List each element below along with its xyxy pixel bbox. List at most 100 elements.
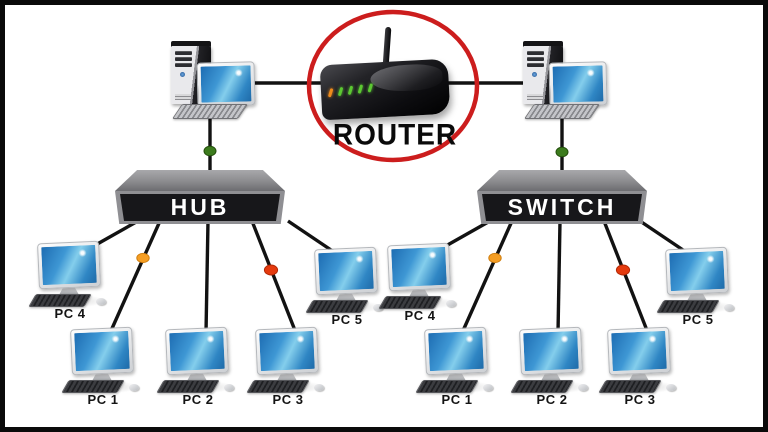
power-button-icon [180, 72, 185, 77]
monitor-icon [255, 326, 319, 376]
status-dot-green-switch [555, 146, 569, 158]
hub-front-face: HUB [115, 191, 285, 224]
pc-node-switch-pc1: PC 1 [415, 326, 499, 410]
hub-device: HUB [115, 170, 285, 224]
cable-switch-pc4 [443, 219, 491, 249]
mouse-icon [129, 384, 139, 391]
cable-hub-pc4 [91, 219, 139, 249]
mouse-icon [314, 384, 324, 391]
status-dot-red-hub [263, 264, 279, 276]
monitor-stand [446, 373, 466, 381]
keyboard-icon [510, 380, 574, 393]
monitor-icon [424, 326, 488, 376]
led-green-icon [337, 86, 344, 97]
screen [611, 330, 667, 372]
pc-node-hub-pc3: PC 3 [246, 326, 330, 410]
pc-label: PC 3 [624, 392, 656, 407]
screen [428, 330, 484, 372]
vent-icon [175, 94, 191, 100]
hub-label: HUB [170, 194, 230, 220]
cable-switch-pc1 [460, 220, 514, 334]
router-device [319, 26, 451, 121]
hub-face-panel: HUB [120, 194, 280, 221]
drive-bay-icon [527, 57, 544, 61]
keyboard-icon [305, 300, 369, 313]
pc-icon [656, 246, 740, 330]
cable-switch-pc3 [602, 220, 650, 334]
drive-bay-icon [175, 57, 192, 61]
screen [169, 330, 225, 372]
keyboard-icon [415, 380, 479, 393]
mouse-icon [373, 304, 383, 311]
status-dot-green-hub [203, 145, 217, 157]
screen [200, 65, 252, 103]
monitor-icon [165, 326, 229, 376]
keyboard-icon [598, 380, 662, 393]
monitor-icon [665, 246, 729, 296]
monitor-icon [387, 242, 451, 292]
pc-node-hub-pc1: PC 1 [61, 326, 145, 410]
router-highlight-circle [306, 9, 480, 163]
monitor-icon [548, 61, 608, 107]
drive-bay-icon [527, 63, 544, 67]
router-label: ROUTER [332, 118, 458, 151]
router-icon [319, 58, 451, 121]
switch-front-face: SWITCH [477, 191, 647, 224]
monitor-stand [277, 373, 297, 381]
pc-icon [61, 326, 145, 410]
screen [41, 244, 97, 286]
switch-label: SWITCH [507, 194, 617, 220]
pc-label: PC 5 [682, 312, 714, 327]
monitor-icon [70, 326, 134, 376]
pc-node-switch-pc2: PC 2 [510, 326, 594, 410]
cable-switch-pc2 [556, 220, 562, 334]
pc-label: PC 2 [182, 392, 214, 407]
cable-hub-pc2 [204, 220, 210, 334]
status-dot-orange-hub [136, 252, 150, 264]
pc-node-switch-pc3: PC 3 [598, 326, 682, 410]
mouse-icon [578, 384, 588, 391]
switch-top-face [477, 170, 647, 191]
led-green-icon [367, 83, 374, 93]
led-green-icon [357, 84, 364, 94]
monitor-icon [314, 246, 378, 296]
monitor-stand [541, 373, 561, 381]
pc-label: PC 3 [272, 392, 304, 407]
monitor-stand [92, 373, 112, 381]
drive-bay-icon [527, 51, 544, 55]
screen [523, 330, 579, 372]
router-leds [327, 83, 374, 98]
monitor-stand [687, 293, 707, 301]
switch-device: SWITCH [477, 170, 647, 224]
pc-node-switch-pc5: PC 5 [656, 246, 740, 330]
mouse-icon [666, 384, 676, 391]
keyboard-icon [656, 300, 720, 313]
pc-icon [598, 326, 682, 410]
pc-icon [28, 240, 112, 324]
router-sheen [369, 62, 444, 93]
status-dot-orange-switch [488, 252, 502, 264]
cable-hub-pc3 [250, 220, 298, 334]
workstation-right [515, 40, 619, 124]
pc-node-hub-pc2: PC 2 [156, 326, 240, 410]
hub-top-face [115, 170, 285, 191]
pc-node-switch-pc4: PC 4 [378, 242, 462, 326]
mouse-icon [446, 300, 456, 307]
screen [391, 246, 447, 288]
keyboard-icon [61, 380, 125, 393]
keyboard-icon [171, 104, 249, 119]
power-button-icon [532, 72, 537, 77]
led-orange-icon [327, 88, 334, 98]
monitor-icon [519, 326, 583, 376]
mouse-icon [483, 384, 493, 391]
keyboard-icon [156, 380, 220, 393]
pc-node-hub-pc4: PC 4 [28, 240, 112, 324]
keyboard-icon [246, 380, 310, 393]
keyboard-icon [28, 294, 92, 307]
pc-node-hub-pc5: PC 5 [305, 246, 389, 330]
drive-bay-icon [175, 51, 192, 55]
monitor-stand [187, 373, 207, 381]
monitor-icon [607, 326, 671, 376]
